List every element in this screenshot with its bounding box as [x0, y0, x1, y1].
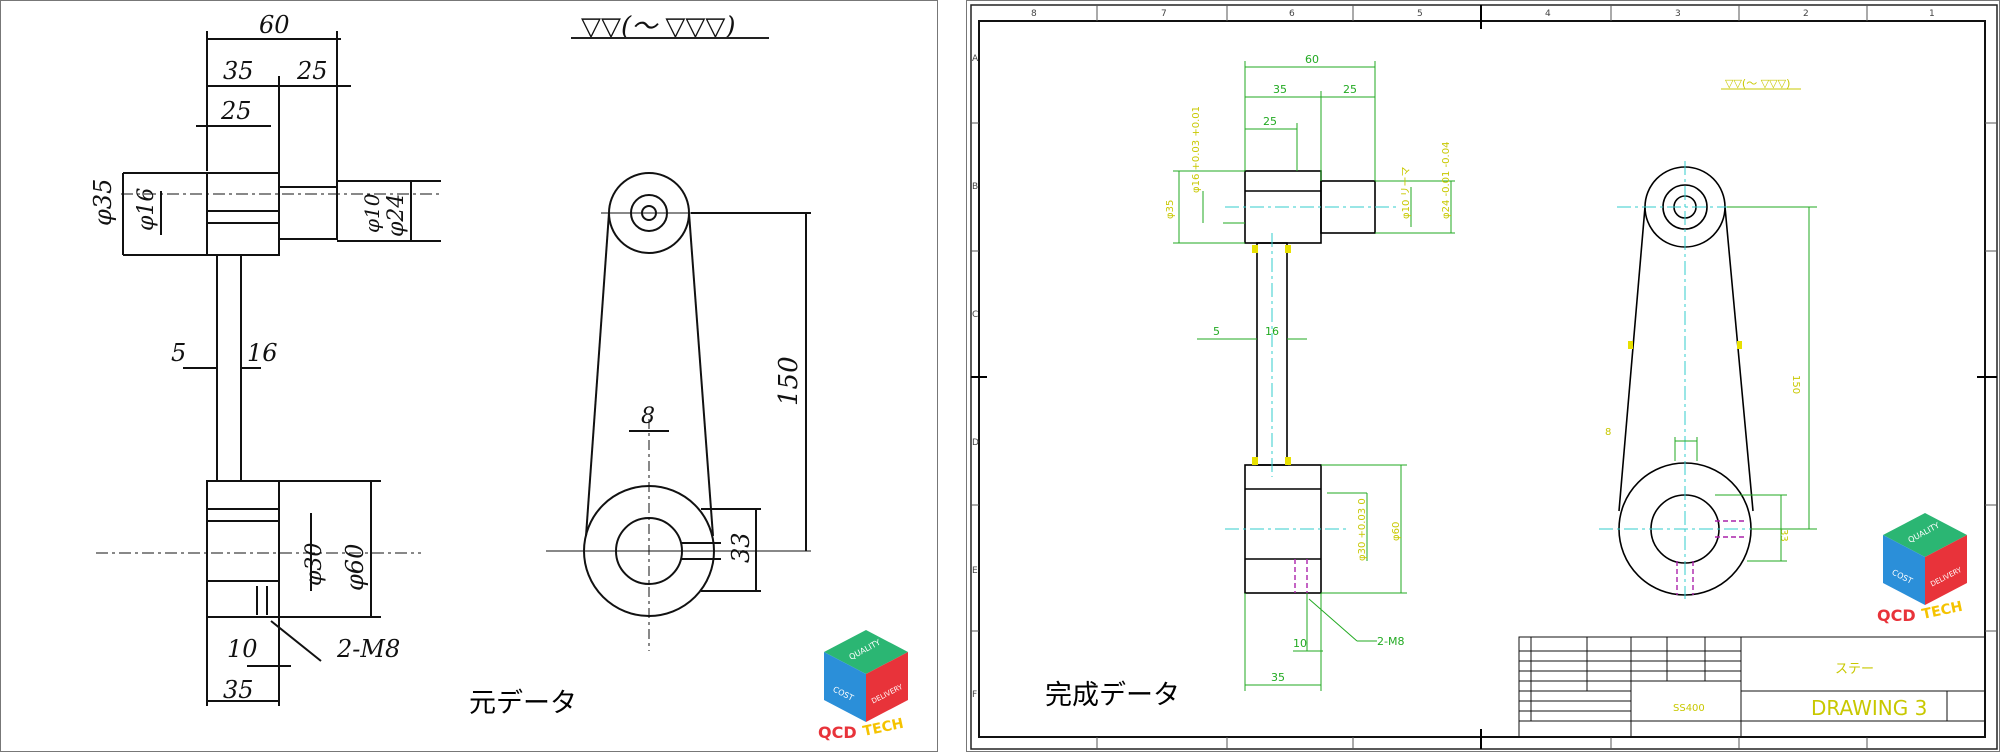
- dim-16: 16: [247, 339, 278, 367]
- border-col-2: 2: [1803, 9, 1809, 19]
- cad-surface-finish-mark: ▽▽(～ ▽▽▽): [1725, 77, 1790, 90]
- cad-dim-35-top: 35: [1273, 83, 1287, 96]
- cad-dim-35-bottom: 35: [1271, 671, 1285, 684]
- title-block: [1518, 636, 1986, 738]
- cad-dim-phi30: φ30 +0.03 0: [1357, 498, 1368, 561]
- dim-150: 150: [774, 356, 804, 406]
- dim-phi60: φ60: [341, 544, 369, 591]
- qcd-tech-logo-right: QUALITY COST DELIVERY QCD TECH: [1877, 513, 1967, 625]
- border-col-8: 8: [1031, 9, 1037, 19]
- cad-drawing: 8 7 6 5 4 3 2 1 A B C D E F ▽▽(～ ▽▽▽): [970, 4, 1998, 750]
- dim-5: 5: [171, 339, 186, 367]
- dim-25-hub: 25: [220, 97, 252, 125]
- dim-phi30: φ30: [302, 543, 327, 586]
- border-row-e: E: [972, 566, 978, 576]
- border-col-3: 3: [1675, 9, 1681, 19]
- cad-dim-phi35: φ35: [1165, 200, 1176, 219]
- finished-drawing-panel: 8 7 6 5 4 3 2 1 A B C D E F ▽▽(～ ▽▽▽): [966, 0, 2000, 752]
- title-block-material: SS400: [1673, 703, 1705, 714]
- logo-qcd-text: QCD: [818, 723, 857, 742]
- title-block-part-name: ステー: [1835, 662, 1874, 677]
- border-col-4: 4: [1545, 9, 1551, 19]
- cad-dim-60: 60: [1305, 53, 1319, 66]
- cad-dim-150: 150: [1790, 375, 1801, 394]
- cad-side-view: [1244, 170, 1376, 594]
- original-sketch: ▽▽(～ ▽▽▽): [89, 11, 811, 706]
- finished-data-caption: 完成データ: [1045, 680, 1180, 711]
- border-row-c: C: [972, 310, 978, 320]
- side-view: [96, 31, 441, 706]
- cad-dim-phi60: φ60: [1391, 522, 1402, 541]
- qcd-tech-logo: QUALITY COST DELIVERY QCD TECH: [818, 630, 908, 742]
- border-row-f: F: [972, 690, 977, 700]
- border-col-1: 1: [1929, 9, 1935, 19]
- dim-33: 33: [727, 532, 755, 563]
- dim-25-right: 25: [296, 57, 328, 85]
- border-col-7: 7: [1161, 9, 1167, 19]
- border-col-6: 6: [1289, 9, 1295, 19]
- logo-qcd-text: QCD: [1877, 606, 1916, 625]
- cad-dim-25-right: 25: [1343, 83, 1357, 96]
- border-row-a: A: [972, 54, 979, 64]
- cad-dim-phi10-ream: φ10 リーマ: [1401, 167, 1412, 220]
- dim-phi10: φ10: [360, 193, 384, 233]
- cad-dim-16: 16: [1265, 325, 1279, 338]
- cad-dim-25-hub: 25: [1263, 115, 1277, 128]
- cad-dim-33: 33: [1778, 529, 1789, 542]
- cad-dimension-lines: [1173, 61, 1455, 691]
- front-view: [546, 172, 811, 651]
- dim-8: 8: [641, 404, 655, 429]
- dim-2-m8: 2-M8: [336, 635, 400, 663]
- dim-10: 10: [227, 635, 258, 663]
- cad-dim-8: 8: [1605, 427, 1611, 438]
- cad-dim-phi24: φ24 -0.01 -0.04: [1441, 142, 1452, 219]
- dim-phi16: φ16: [134, 188, 159, 231]
- cad-dim-phi16: φ16 +0.03 +0.01: [1191, 106, 1202, 193]
- cad-dim-10: 10: [1293, 637, 1307, 650]
- cad-dim-2-m8: 2-M8: [1377, 635, 1404, 648]
- border-col-5: 5: [1417, 9, 1423, 19]
- dim-60: 60: [259, 11, 290, 39]
- original-drawing-panel: ▽▽(～ ▽▽▽): [0, 0, 938, 752]
- cad-dim-5: 5: [1213, 325, 1220, 338]
- dim-phi35: φ35: [89, 179, 117, 226]
- dim-35-bottom: 35: [223, 676, 254, 704]
- dim-35-top: 35: [223, 57, 254, 85]
- cad-front-view: [1618, 166, 1754, 596]
- dim-phi24: φ24: [384, 194, 409, 237]
- border-row-b: B: [972, 182, 978, 192]
- title-block-drawing-no: DRAWING 3: [1811, 696, 1927, 720]
- original-data-caption: 元データ: [469, 688, 577, 719]
- border-row-d: D: [972, 438, 979, 448]
